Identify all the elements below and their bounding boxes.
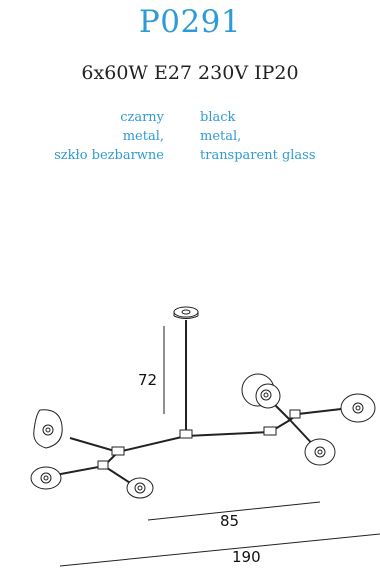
connector xyxy=(179,429,193,439)
ceiling-canopy xyxy=(173,306,199,319)
long-width-dimension: 190 xyxy=(232,548,261,566)
connector xyxy=(97,460,109,470)
glass-shade xyxy=(340,393,376,423)
material-en-body: metal, xyxy=(200,129,242,144)
height-dimension: 72 xyxy=(138,371,158,389)
glass-shade xyxy=(30,466,62,490)
glass-shade xyxy=(33,409,63,449)
connector xyxy=(111,446,125,456)
long-width-dimension-line xyxy=(59,533,380,567)
connector xyxy=(263,426,277,436)
glass-shade xyxy=(126,477,154,499)
material-pl-body: metal, xyxy=(122,129,164,144)
material-en-shade: transparent glass xyxy=(200,148,316,163)
material-pl-color: czarny xyxy=(120,110,164,125)
glass-shade xyxy=(241,373,281,409)
material-en-color: black xyxy=(200,110,236,125)
product-spec: 6x60W E27 230V IP20 xyxy=(81,62,299,84)
connector xyxy=(289,409,301,419)
material-pl-shade: szkło bezbarwne xyxy=(54,148,164,163)
product-code: P0291 xyxy=(138,4,242,40)
materials-english: black metal, transparent glass xyxy=(200,108,316,165)
materials-polish: czarny metal, szkło bezbarwne xyxy=(54,108,164,165)
lamp-technical-drawing xyxy=(30,306,380,567)
short-width-dimension-line xyxy=(147,501,321,521)
glass-shade xyxy=(304,438,336,466)
short-width-dimension: 85 xyxy=(220,512,240,530)
